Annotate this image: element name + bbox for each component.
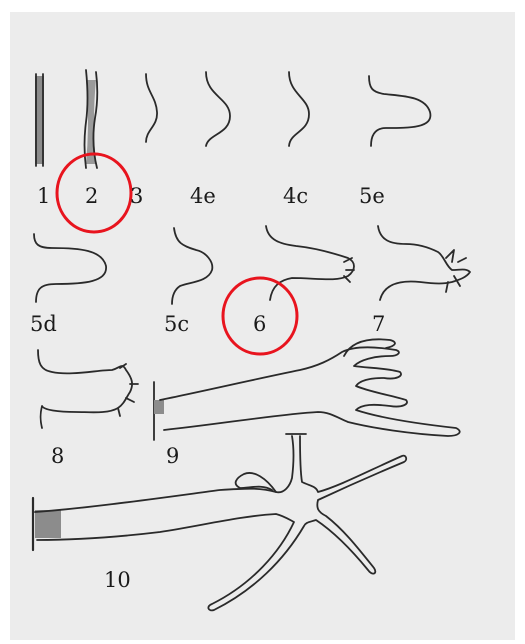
stage-6-drawing (266, 226, 354, 300)
stage-label-3: 3 (130, 184, 143, 208)
stage-5d-drawing (34, 234, 106, 302)
stage-label-6: 6 (253, 312, 266, 336)
stage-10-drawing (33, 434, 406, 610)
stage-label-7: 7 (372, 312, 385, 336)
stage-label-5c: 5c (164, 312, 189, 336)
stage-label-2: 2 (85, 184, 98, 208)
stage-1-drawing (35, 74, 44, 166)
stage-3-drawing (146, 74, 157, 142)
stage-label-5e: 5e (359, 184, 385, 208)
stage-5c-drawing (172, 228, 212, 304)
stage-label-9: 9 (166, 444, 179, 468)
stage-5e-drawing (369, 76, 430, 146)
stage-label-8: 8 (51, 444, 64, 468)
stage-label-1: 1 (37, 184, 50, 208)
stage-label-4e: 4e (190, 184, 216, 208)
stage-9-drawing (154, 339, 460, 440)
stage-8-drawing (38, 350, 138, 428)
stage-label-5d: 5d (30, 312, 57, 336)
stage-label-10: 10 (104, 568, 131, 592)
stage-7-drawing (378, 226, 470, 300)
stage-label-4c: 4c (283, 184, 308, 208)
stage-4c-drawing (289, 72, 309, 146)
stage-4e-drawing (206, 72, 230, 146)
